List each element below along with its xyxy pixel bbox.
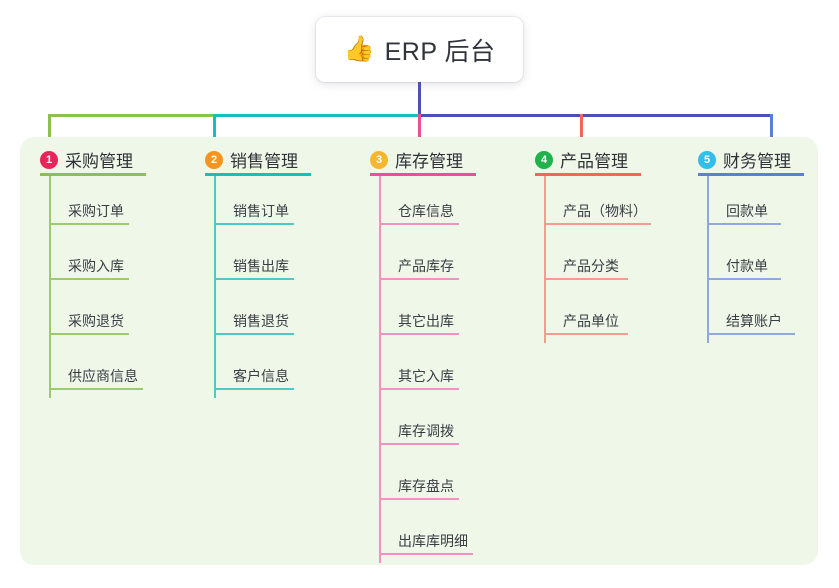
drop-connector-2 bbox=[213, 114, 216, 148]
drop-connector-3 bbox=[418, 114, 421, 148]
root-node[interactable]: 👍 ERP 后台 bbox=[316, 17, 523, 82]
item-rule bbox=[379, 498, 459, 500]
branch-badge-3: 3 bbox=[370, 150, 388, 169]
branch-spine-1 bbox=[49, 176, 51, 398]
branch-rule-1 bbox=[40, 173, 146, 176]
bar-segment-teal bbox=[213, 114, 420, 117]
branch-title-4: 产品管理 bbox=[560, 152, 628, 171]
branch-title-1: 采购管理 bbox=[65, 152, 133, 171]
item-rule bbox=[707, 223, 781, 225]
branch-badge-1: 1 bbox=[40, 150, 58, 169]
branch-rule-4 bbox=[535, 173, 641, 176]
item-label: 产品单位 bbox=[563, 313, 619, 329]
item-label: 仓库信息 bbox=[398, 203, 454, 219]
item-rule bbox=[214, 388, 294, 390]
item-label: 采购退货 bbox=[68, 313, 124, 329]
item-label: 其它出库 bbox=[398, 313, 454, 329]
drop-connector-1 bbox=[48, 114, 51, 148]
item-rule bbox=[544, 333, 628, 335]
item-rule bbox=[49, 278, 129, 280]
thumbs-up-icon: 👍 bbox=[343, 35, 375, 63]
item-rule bbox=[544, 278, 628, 280]
branch-spine-4 bbox=[544, 176, 546, 343]
item-rule bbox=[379, 553, 473, 555]
item-rule bbox=[49, 333, 129, 335]
item-rule bbox=[379, 278, 459, 280]
item-label: 结算账户 bbox=[726, 313, 782, 329]
branch-badge-5: 5 bbox=[698, 150, 716, 169]
item-label: 采购入库 bbox=[68, 258, 124, 274]
bar-segment-green bbox=[48, 114, 215, 117]
item-label: 出库库明细 bbox=[398, 533, 468, 549]
item-label: 销售出库 bbox=[233, 258, 289, 274]
branch-spine-5 bbox=[707, 176, 709, 343]
item-label: 供应商信息 bbox=[68, 368, 138, 384]
branch-header-3[interactable]: 3 库存管理 bbox=[370, 147, 463, 172]
item-label: 销售退货 bbox=[233, 313, 289, 329]
branch-rule-2 bbox=[205, 173, 311, 176]
branch-title-3: 库存管理 bbox=[395, 152, 463, 171]
item-rule bbox=[214, 333, 294, 335]
item-label: 销售订单 bbox=[233, 203, 289, 219]
item-label: 采购订单 bbox=[68, 203, 124, 219]
item-rule bbox=[49, 223, 129, 225]
item-label: 回款单 bbox=[726, 203, 768, 219]
root-title: ERP 后台 bbox=[384, 37, 496, 66]
item-label: 产品库存 bbox=[398, 258, 454, 274]
item-label: 其它入库 bbox=[398, 368, 454, 384]
item-label: 产品（物料） bbox=[563, 203, 647, 219]
branch-rule-3 bbox=[370, 173, 476, 176]
branch-spine-2 bbox=[214, 176, 216, 398]
item-rule bbox=[707, 278, 781, 280]
item-rule bbox=[544, 223, 651, 225]
branch-badge-2: 2 bbox=[205, 150, 223, 169]
branch-badge-4: 4 bbox=[535, 150, 553, 169]
item-label: 库存调拨 bbox=[398, 423, 454, 439]
drop-connector-4 bbox=[580, 114, 583, 148]
bar-segment-blue bbox=[418, 114, 773, 117]
item-rule bbox=[379, 443, 459, 445]
branch-header-2[interactable]: 2 销售管理 bbox=[205, 147, 298, 172]
item-rule bbox=[379, 223, 459, 225]
item-label: 产品分类 bbox=[563, 258, 619, 274]
branch-header-4[interactable]: 4 产品管理 bbox=[535, 147, 628, 172]
branch-header-5[interactable]: 5 财务管理 bbox=[698, 147, 791, 172]
item-label: 库存盘点 bbox=[398, 478, 454, 494]
branch-header-1[interactable]: 1 采购管理 bbox=[40, 147, 133, 172]
item-label: 客户信息 bbox=[233, 368, 289, 384]
branch-spine-3 bbox=[379, 176, 381, 563]
item-rule bbox=[379, 388, 459, 390]
branch-rule-5 bbox=[698, 173, 804, 176]
item-rule bbox=[214, 223, 294, 225]
item-rule bbox=[707, 333, 795, 335]
branch-title-2: 销售管理 bbox=[230, 152, 298, 171]
drop-connector-5 bbox=[770, 114, 773, 148]
trunk-connector bbox=[418, 82, 421, 116]
item-label: 付款单 bbox=[726, 258, 768, 274]
item-rule bbox=[214, 278, 294, 280]
item-rule bbox=[379, 333, 459, 335]
branch-title-5: 财务管理 bbox=[723, 152, 791, 171]
item-rule bbox=[49, 388, 143, 390]
diagram-panel bbox=[20, 137, 818, 565]
